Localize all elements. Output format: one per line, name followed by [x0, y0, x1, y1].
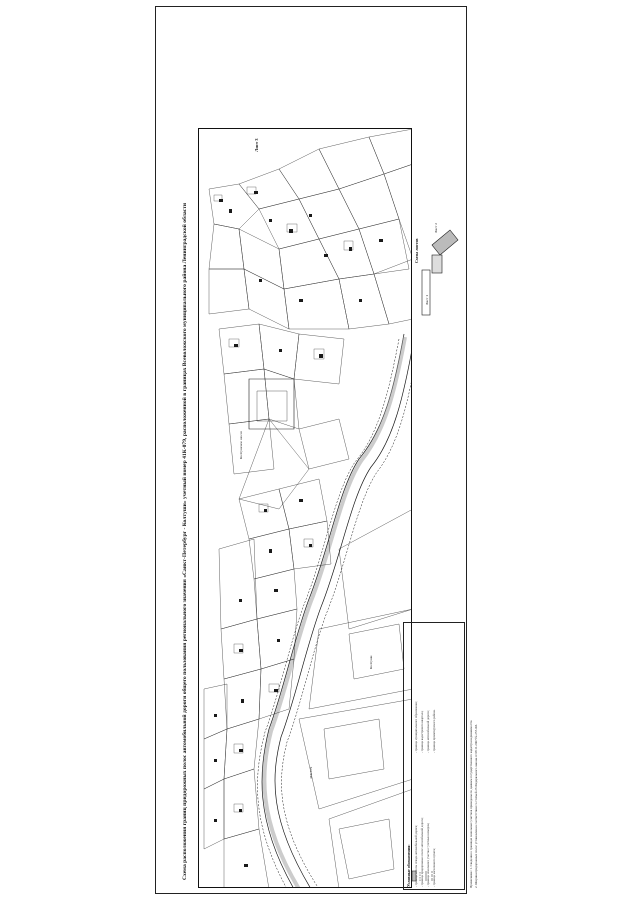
note-line: Примечание: 1. Сведения о границах земел… — [469, 719, 473, 888]
note-line: 2. Ширина придорожных полос установлена … — [474, 723, 478, 888]
sheet-2-label: Лист 2 — [434, 223, 438, 233]
legend: Условные обозначения: - граница полосы о… — [403, 622, 465, 890]
cadastral-map — [203, 129, 411, 887]
map-area: Колтушское шоссе Колтуши 41К-079 — [198, 128, 412, 888]
map-label-road-number: 41К-079 — [309, 766, 313, 779]
map-label-locality: Колтуши — [369, 655, 373, 669]
sheet-label: Лист 3 — [254, 138, 259, 152]
sheet-scheme-title: Схема листов — [414, 238, 419, 263]
legend-symbols — [411, 870, 433, 882]
map-title: Схема расположения границ придорожных по… — [182, 202, 188, 880]
sheet-scheme: Схема листов Лист 1 Лист 2 — [410, 205, 466, 325]
sheet-1-label: Лист 1 — [425, 295, 429, 305]
sheet-scheme-diagram — [421, 229, 459, 316]
map-label-road: Колтушское шоссе — [239, 430, 243, 459]
